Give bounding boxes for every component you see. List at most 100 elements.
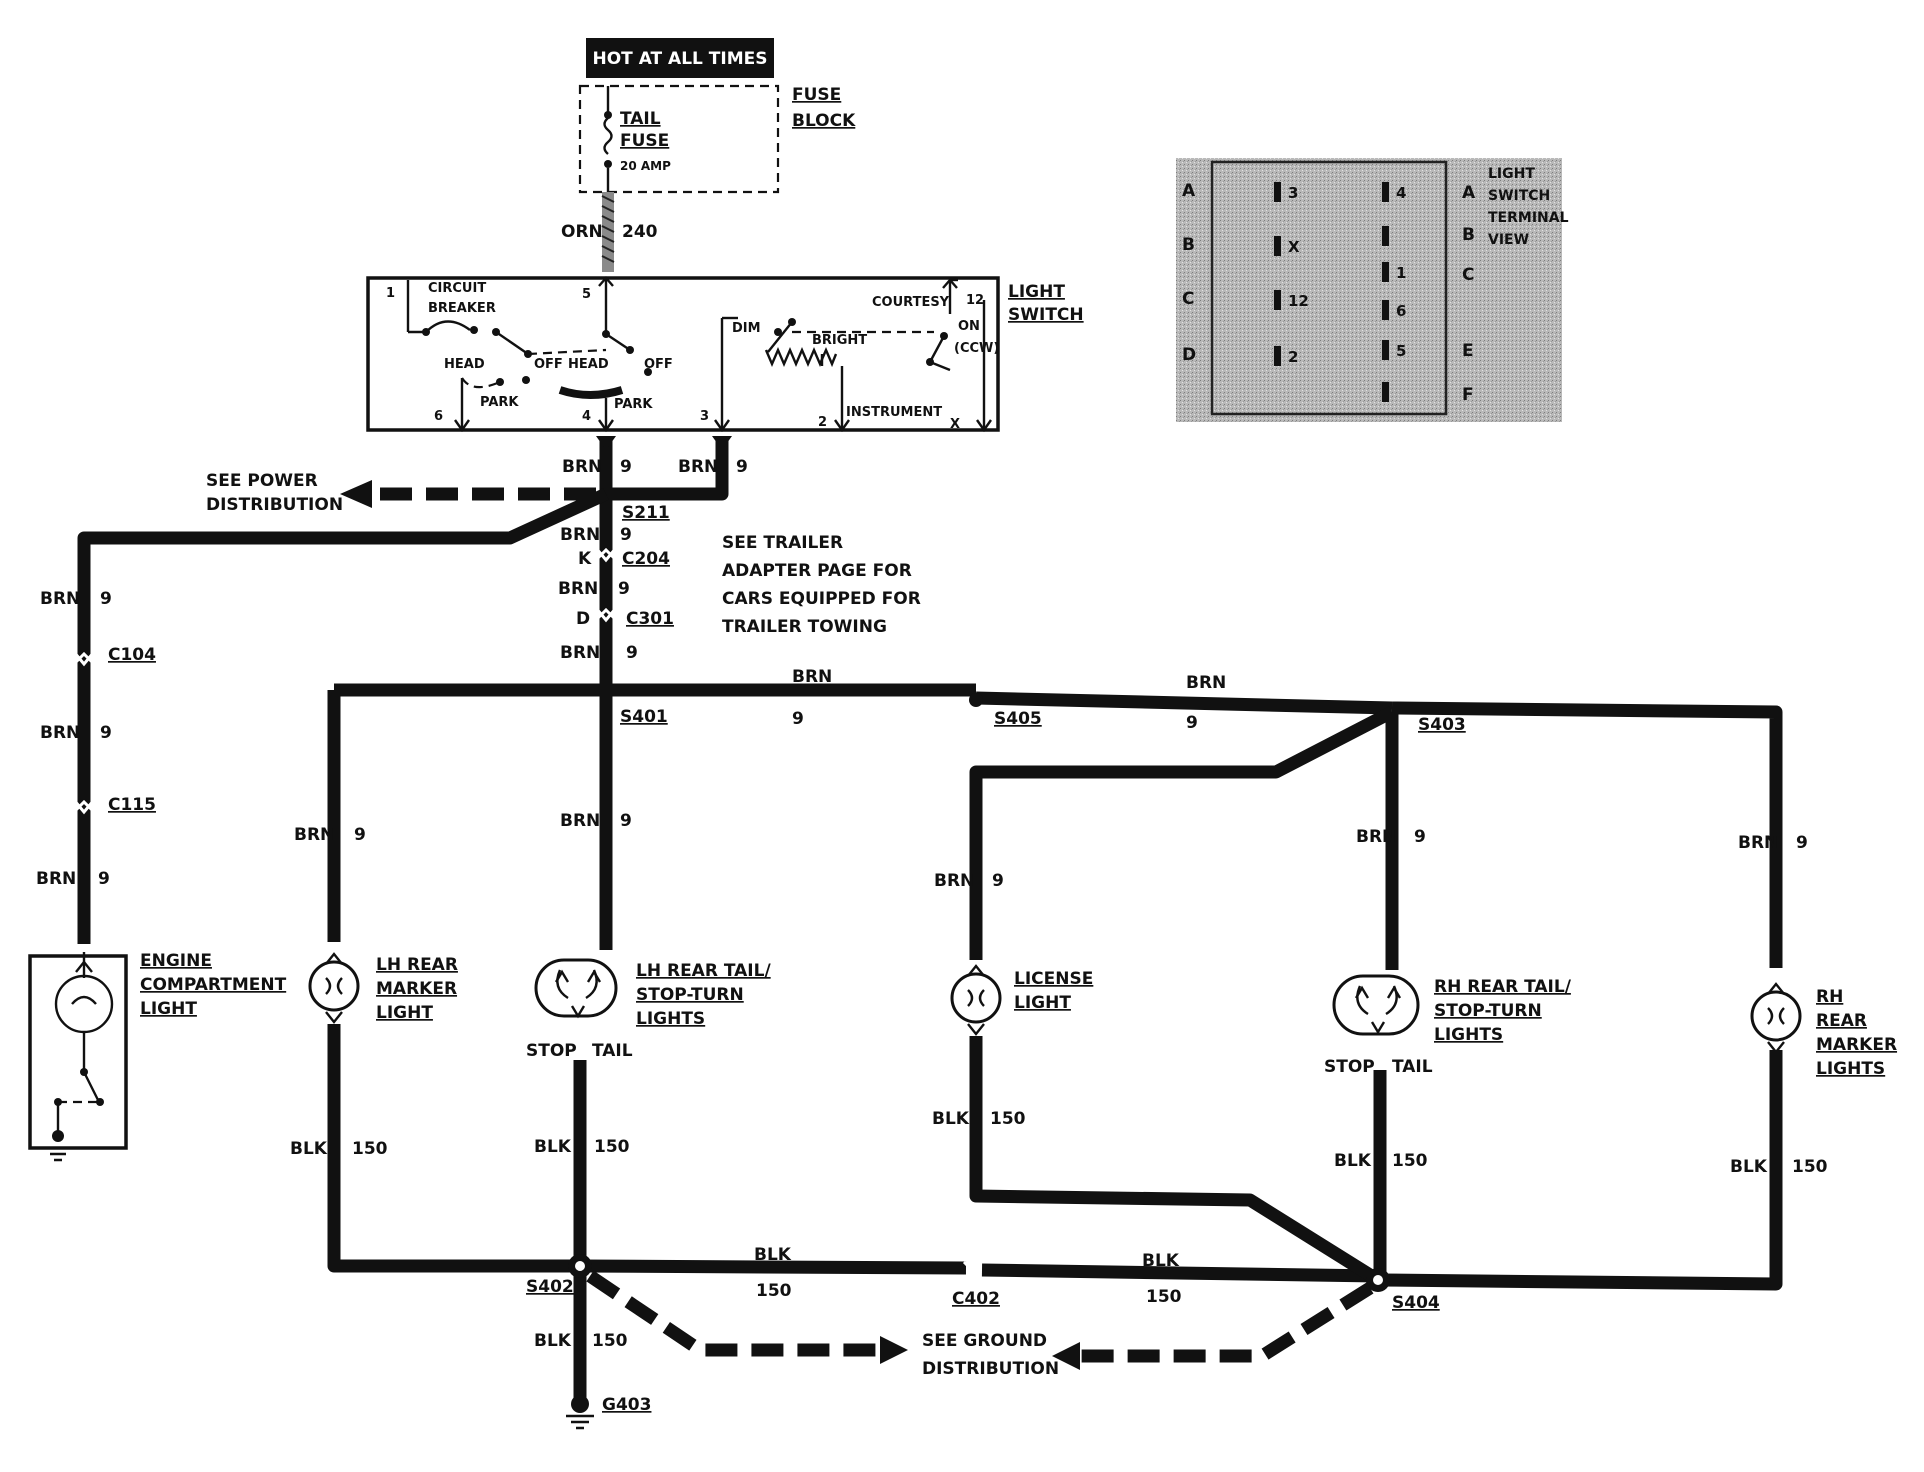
wire-circuit-9: 9 [1414,827,1426,847]
see-ground-label-1: SEE GROUND [922,1331,1047,1351]
wire-circuit-150: 150 [1146,1287,1182,1307]
wire-circuit-9: 9 [992,871,1004,891]
lh-tail-label-1: LH REAR TAIL/ [636,961,771,981]
wire-circuit-150: 150 [594,1137,630,1157]
rh-rear-marker-light: RH REAR MARKER LIGHTS [1750,982,1897,1079]
wire-circuit-9: 9 [100,589,112,609]
wire-circuit-9: 9 [736,457,748,477]
license-label-1: LICENSE [1014,969,1093,989]
lh-tail-label-3: LIGHTS [636,1009,705,1029]
terminal-left-letters: A B C D [1182,181,1196,365]
hot-at-all-times-label: HOT AT ALL TIMES [593,49,768,69]
s402-label: S402 [526,1277,574,1297]
instrument-label: INSTRUMENT [846,405,942,420]
wire-circuit-9: 9 [792,709,804,729]
wire-color-brn: BRN [294,825,334,845]
wire-color-brn: BRN [562,457,602,477]
blk-150-ground-circuit [327,1024,1783,1430]
trailer-note-4: TRAILER TOWING [722,617,887,637]
blk-labels: BLK 150 BLK 150 BLK 150 BLK 150 BLK 150 … [290,1109,1828,1415]
license-label-2: LIGHT [1014,993,1071,1013]
wire-circuit-9: 9 [354,825,366,845]
wire-color-brn: BRN [934,871,974,891]
wire-color-brn: BRN [558,579,598,599]
wire-color-brn: BRN [40,589,80,609]
terminal-title-3: TERMINAL [1488,210,1569,226]
rh-tail-label-3: LIGHTS [1434,1025,1503,1045]
terminal-6-label: 6 [434,409,443,424]
see-power-label-1: SEE POWER [206,471,318,491]
wire-color-blk: BLK [1730,1157,1768,1177]
engine-ground-icon [46,1146,70,1162]
lh-rear-marker-light: LH REAR MARKER LIGHT [308,952,458,1024]
terminal-5-label: 5 [582,287,591,302]
terminal-letter-left-c: C [1182,289,1194,309]
terminal-view-connector [1210,160,1448,416]
wire-color-brn: BRN [1186,673,1226,693]
s211-label: S211 [622,503,670,523]
pin-2: 2 [1288,348,1298,366]
wire-color-brn: BRN [36,869,76,889]
ground-distribution-arrows: SEE GROUND DISTRIBUTION [586,1270,1374,1379]
wire-circuit-9: 9 [1186,713,1198,733]
engine-label-3: LIGHT [140,999,197,1019]
on-label: ON [958,319,980,334]
terminal-letter-right-b: B [1462,225,1475,245]
wire-color-blk: BLK [290,1139,328,1159]
license-light: LICENSE LIGHT [950,964,1093,1036]
pin-6: 6 [1396,302,1406,320]
see-power-label-2: DISTRIBUTION [206,495,343,515]
circuit-breaker-label-1: CIRCUIT [428,281,486,296]
terminal-letter-right-f: F [1462,385,1474,405]
wire-circuit-150: 150 [1392,1151,1428,1171]
wire-circuit-9: 9 [1796,833,1808,853]
switch-b-off: OFF [644,357,673,372]
terminal-view-title: LIGHT SWITCH TERMINAL VIEW [1488,166,1569,248]
light-switch: LIGHT SWITCH 1 CIRCUIT BREAKER HEAD OFF … [366,276,1084,433]
feed-circuit: 240 [622,222,658,242]
c301-label: C301 [626,609,674,629]
lh-stop-label: STOP [526,1041,577,1061]
rh-tail-label-2: STOP-TURN [1434,1001,1542,1021]
brn-labels: BRN 9 BRN 9 S211 BRN 9 K C204 BRN 9 D C3… [36,457,1808,891]
wire-color-brn: BRN [560,643,600,663]
light-switch-outline [366,276,1000,432]
terminal-letter-right-c: C [1462,265,1474,285]
lh-tail-label-2: STOP-TURN [636,985,744,1005]
rh-rear-tail-stop-turn-light: RH REAR TAIL/ STOP-TURN LIGHTS STOP TAIL [1324,974,1572,1077]
terminal-letter-left-d: D [1182,345,1196,365]
c204-label: C204 [622,549,670,569]
rh-marker-label-2: REAR [1816,1011,1867,1031]
wire-circuit-9: 9 [100,723,112,743]
wire-circuit-9: 9 [620,811,632,831]
connector-markers [72,547,983,815]
rh-marker-label-4: LIGHTS [1816,1059,1885,1079]
hot-at-all-times-banner [586,38,774,78]
see-ground-label-2: DISTRIBUTION [922,1359,1059,1379]
fuse-block-label-2: BLOCK [792,111,856,131]
lh-tail-label: TAIL [592,1041,633,1061]
terminal-x-label: X [950,417,960,432]
wire-color-brn: BRN [560,811,600,831]
switch-b-park: PARK [614,397,653,412]
circuit-breaker-element [425,320,471,333]
ground-icon [566,1414,594,1430]
terminal-title-1: LIGHT [1488,166,1535,182]
terminal-title-2: SWITCH [1488,188,1550,204]
wire-circuit-9: 9 [620,525,632,545]
terminal-letter-right-a: A [1462,183,1476,203]
tail-fuse-label-1: TAIL [620,109,661,129]
trailer-note-3: CARS EQUIPPED FOR [722,589,921,609]
trailer-note-2: ADAPTER PAGE FOR [722,561,912,581]
ccw-label: (CCW) [954,341,999,356]
wire-color-brn: BRN [560,525,600,545]
pin-4: 4 [1396,184,1406,202]
s404-label: S404 [1392,1293,1440,1313]
c402-connector [962,1260,980,1284]
wire-color-blk: BLK [754,1245,792,1265]
wire-color-brn: BRN [1356,827,1396,847]
terminal-2-label: 2 [818,415,827,430]
terminal-1-label: 1 [386,286,395,301]
s401-label: S401 [620,707,668,727]
